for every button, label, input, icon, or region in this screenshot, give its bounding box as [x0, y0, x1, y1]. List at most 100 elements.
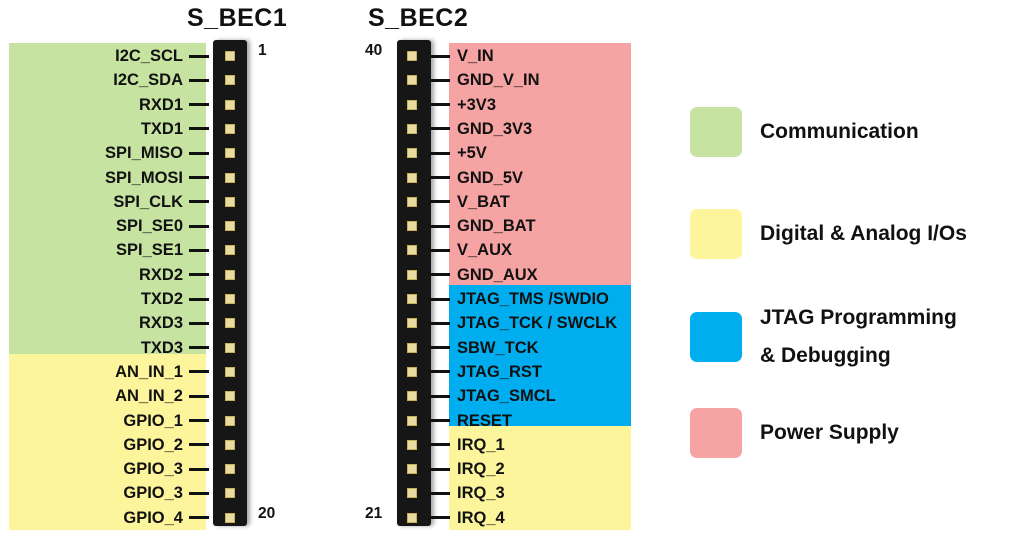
pin-lead — [430, 419, 450, 422]
pin-lead — [430, 127, 450, 131]
pin-pad — [225, 196, 235, 207]
pin-lead — [430, 151, 450, 155]
pin-label: V_BAT — [457, 192, 510, 211]
pin-lead — [189, 443, 209, 447]
pin-number-21: 21 — [365, 505, 383, 522]
pin-label: JTAG_RST — [457, 362, 542, 381]
pin-label: AN_IN_1 — [115, 362, 183, 381]
pin-label: SPI_CLK — [113, 192, 183, 211]
header-title-s-bec2: S_BEC2 — [368, 4, 469, 32]
pin-lead — [189, 321, 209, 325]
pin-pad — [225, 99, 235, 110]
pin-label: GPIO_3 — [123, 484, 183, 503]
pin-lead — [430, 200, 450, 204]
pin-pad — [225, 294, 235, 304]
pin-pad — [225, 415, 235, 426]
right-zone-jtag — [449, 285, 631, 426]
pin-header-s-bec2 — [397, 40, 431, 526]
legend-swatch-jtag — [690, 312, 742, 362]
pin-lead — [430, 394, 450, 398]
pin-label: GPIO_3 — [123, 460, 183, 479]
pin-pad — [407, 439, 417, 450]
pin-lead — [189, 346, 209, 350]
pin-lead — [189, 54, 209, 58]
header-title-s-bec1: S_BEC1 — [187, 4, 288, 32]
pin-lead — [189, 491, 209, 495]
pin-label: IRQ_1 — [457, 435, 505, 454]
pin-label: IRQ_3 — [457, 484, 505, 503]
pin-label: RESET — [457, 411, 513, 430]
pin-label: GND_AUX — [457, 265, 538, 284]
pin-lead — [430, 248, 450, 252]
pin-pad — [225, 318, 235, 329]
pin-lead — [430, 467, 450, 471]
left-zone-io — [9, 354, 206, 530]
pin-pad — [407, 464, 417, 475]
pin-label: AN_IN_2 — [115, 387, 183, 406]
pin-pad — [407, 269, 417, 280]
legend-label: Communication — [760, 120, 919, 143]
pin-label: SPI_SE0 — [116, 217, 183, 236]
pin-lead — [430, 273, 450, 277]
pin-pad — [407, 245, 417, 256]
pin-lead — [430, 443, 450, 447]
pin-pad — [407, 391, 417, 402]
pin-label: GND_BAT — [457, 217, 536, 236]
pin-pad — [407, 75, 417, 86]
pin-pad — [225, 172, 235, 183]
pin-pad — [407, 512, 417, 523]
pin-label: SBW_TCK — [457, 338, 539, 357]
pin-pad — [225, 123, 235, 134]
pin-lead — [189, 103, 209, 107]
pin-label: GPIO_1 — [123, 411, 183, 430]
pin-label: GPIO_2 — [123, 435, 183, 454]
pin-lead — [189, 297, 209, 301]
left-zone-communication — [9, 43, 206, 354]
pin-label: +5V — [457, 144, 487, 163]
pin-lead — [189, 78, 209, 82]
pin-lead — [430, 78, 450, 82]
pin-lead — [189, 516, 209, 520]
pin-pad — [407, 221, 417, 232]
pin-pad — [407, 99, 417, 110]
pin-label: RXD1 — [138, 95, 183, 114]
pin-label: JTAG_SMCL — [457, 387, 556, 406]
pin-label: GND_3V3 — [457, 119, 533, 138]
pin-pad — [407, 366, 417, 377]
legend-swatch-communication — [690, 107, 742, 157]
pin-pad — [407, 318, 417, 329]
pin-label: V_AUX — [457, 241, 513, 260]
pin-pad — [407, 172, 417, 183]
pin-lead — [430, 370, 450, 374]
pin-pad — [225, 245, 235, 256]
pin-lead — [430, 224, 450, 228]
pin-label: RXD3 — [138, 314, 183, 333]
pin-lead — [189, 394, 209, 398]
pin-pad — [225, 269, 235, 280]
pin-label: GND_V_IN — [457, 71, 540, 90]
pin-label: I2C_SCL — [115, 47, 183, 65]
pin-lead — [430, 54, 450, 58]
pin-pad — [225, 342, 235, 353]
pin-label: JTAG_TCK / SWCLK — [457, 314, 618, 333]
pin-pad — [225, 75, 235, 86]
pin-lead — [189, 176, 209, 179]
pin-number-1: 1 — [258, 42, 267, 59]
pin-lead — [189, 370, 209, 374]
legend-label: Digital & Analog I/Os — [760, 222, 967, 245]
pin-pad — [225, 221, 235, 232]
pin-lead — [189, 151, 209, 155]
pin-label: +3V3 — [457, 95, 496, 114]
pin-header-s-bec1 — [213, 40, 247, 526]
pin-lead — [189, 467, 209, 471]
pin-lead — [189, 224, 209, 228]
pin-pad — [225, 488, 235, 499]
pin-label: V_IN — [457, 47, 494, 65]
pin-label: JTAG_TMS /SWDIO — [457, 290, 609, 308]
pin-pad — [407, 148, 417, 159]
pin-label: GPIO_4 — [123, 508, 183, 527]
pin-label: SPI_SE1 — [116, 241, 183, 260]
pin-lead — [189, 248, 209, 252]
pin-pad — [225, 51, 235, 61]
pin-label: RXD2 — [138, 265, 183, 284]
